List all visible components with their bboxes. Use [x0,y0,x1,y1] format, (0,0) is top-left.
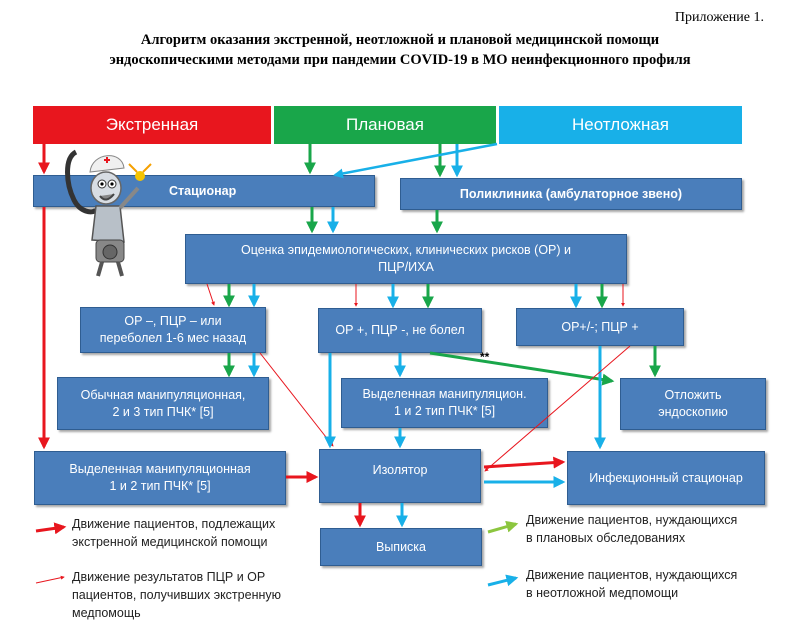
legend-blue: Движение пациентов, нуждающихся в неотло… [526,566,737,602]
node-hospital: Стационар [33,175,375,207]
node-assessment-line2: ПЦР/ИХА [378,260,434,274]
header-emergency-label: Экстренная [105,115,199,134]
node-polyclinic: Поликлиника (амбулаторное звено) [400,178,742,210]
header-planned-label: Плановая [346,115,424,134]
legend-red-thin-line2: пациентов, получивших экстренную [72,588,281,602]
node-discharge-label: Выписка [375,539,427,554]
legend-arrow-red-thin [35,575,65,584]
node-usual-room: Обычная манипуляционная, 2 и 3 тип ПЧК* … [57,377,269,430]
legend-arrow-red-thick [35,522,67,535]
node-dedicated-room-left: Выделенная манипуляционная 1 и 2 тип ПЧК… [34,451,286,505]
robot-doctor-mascot-icon [65,149,152,277]
header-urgent: Неотложная [499,106,742,144]
node-dedicated-room-left-line1: Выделенная манипуляционная [69,462,251,476]
arrow-thin-or-neg-to-isolator [259,352,334,447]
legend-blue-line1: Движение пациентов, нуждающихся [526,568,738,582]
node-dedicated-room-mid-line2: 1 и 2 тип ПЧК* [5] [393,404,496,418]
arrow-thin-or-any-to-isolator [484,345,631,472]
legend-red-thin-line3: медпомощь [72,606,141,620]
arrow-thin-to-or-neg [206,283,215,306]
node-postpone-line1: Отложить [664,388,722,402]
node-or-negative: ОР –, ПЦР – или переболел 1-6 мес назад [80,307,266,353]
header-urgent-label: Неотложная [571,115,670,134]
legend-red-thin-line1: Движение результатов ПЦР и ОР [72,570,266,584]
node-isolator: Изолятор [319,449,481,503]
header-emergency: Экстренная [33,106,271,144]
node-dedicated-room-left-line2: 1 и 2 тип ПЧК* [5] [109,479,211,493]
node-or-positive-label: ОР +, ПЦР -, не болел [335,323,465,337]
legend-green: Движение пациентов, нуждающихся в планов… [526,511,737,547]
node-usual-room-line1: Обычная манипуляционная, [80,387,246,402]
node-usual-room-line2: 2 и 3 тип ПЧК* [5] [112,404,214,419]
legend-red-thick-line1: Движение пациентов, подлежащих [72,517,276,531]
node-or-negative-line2: переболел 1-6 мес назад [99,331,247,345]
legend-green-line1: Движение пациентов, нуждающихся [526,513,738,527]
title-line-2: эндоскопическими методами при пандемии C… [109,52,691,68]
node-polyclinic-label: Поликлиника (амбулаторное звено) [459,186,683,201]
double-star-note: ** [480,350,490,364]
legend-red-thick: Движение пациентов, подлежащих экстренно… [72,515,275,551]
node-dedicated-room-mid: Выделенная манипуляцион. 1 и 2 тип ПЧК* … [341,378,548,428]
node-postpone: Отложить эндоскопию [620,378,766,430]
legend-red-thick-line2: экстренной медицинской помощи [72,535,268,549]
legend-arrow-blue [487,574,519,587]
node-dedicated-room-mid-line1: Выделенная манипуляцион. [362,387,527,401]
legend-blue-line2: в неотложной медпомощи [526,586,679,600]
node-or-negative-line1: ОР –, ПЦР – или [124,314,222,328]
legend-arrow-green [487,520,519,534]
legend-red-thin: Движение результатов ПЦР и ОР пациентов,… [72,568,281,622]
node-or-any: ОР+/-; ПЦР + [516,308,684,346]
node-isolator-label: Изолятор [372,463,428,477]
node-discharge: Выписка [320,528,482,566]
node-postpone-line2: эндоскопию [658,405,728,419]
arrow-or-pos-to-postpone [429,351,615,386]
legend-green-line2: в плановых обследованиях [526,531,686,545]
arrow-urgent-to-hospital [333,142,498,179]
node-infectious-hospital-label: Инфекционный стационар [589,470,743,485]
node-or-any-label: ОР+/-; ПЦР + [561,319,639,334]
node-assessment: Оценка эпидемиологических, клинических р… [185,234,627,284]
node-hospital-label: Стационар [169,183,237,198]
node-or-positive: ОР +, ПЦР -, не болел [318,308,482,353]
node-infectious-hospital: Инфекционный стационар [567,451,765,505]
header-planned: Плановая [274,106,496,144]
page-title: Алгоритм оказания экстренной, неотложной… [0,30,800,70]
node-assessment-line1: Оценка эпидемиологических, клинических р… [240,243,572,257]
title-line-1: Алгоритм оказания экстренной, неотложной… [140,32,660,48]
arrow-isolator-to-infectious-red [483,456,566,469]
appendix-label: Приложение 1. [674,10,764,25]
